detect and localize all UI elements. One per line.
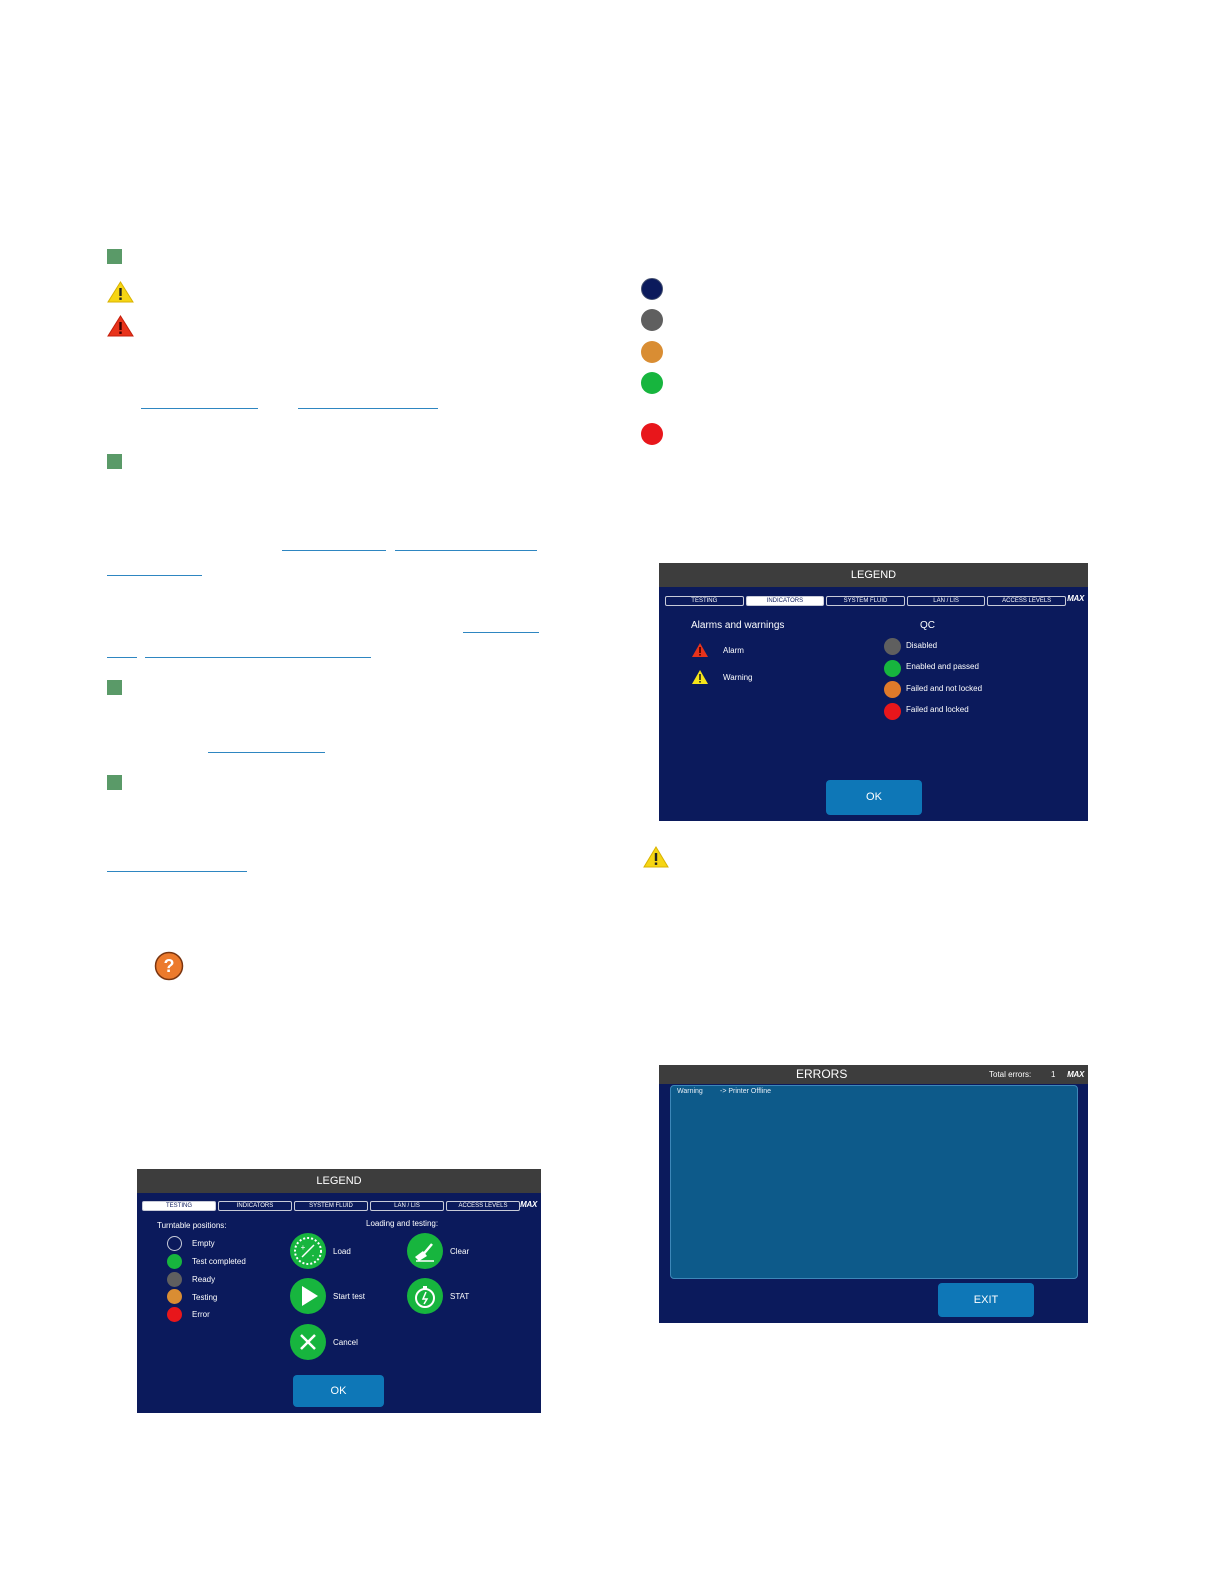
warning-icon (107, 281, 134, 303)
link-underline[interactable] (208, 752, 325, 753)
load-icon: + - (290, 1233, 326, 1269)
turntable-item-label: Test completed (192, 1257, 246, 1266)
tab-system-fluid[interactable]: SYSTEM FLUID (826, 596, 905, 606)
errors-list[interactable]: Warning -> Printer Offline (670, 1085, 1078, 1279)
link-underline[interactable] (107, 657, 137, 658)
exit-button[interactable]: EXIT (938, 1283, 1034, 1317)
question-icon[interactable]: ? (154, 951, 184, 981)
ok-button[interactable]: OK (293, 1375, 384, 1407)
turntable-header: Turntable positions: (157, 1221, 227, 1230)
legend-testing-panel: LEGEND MAX TESTING INDICATORS SYSTEM FLU… (137, 1169, 541, 1413)
title-bar: LEGEND MAX (659, 563, 1088, 603)
green-dot-icon (641, 372, 663, 394)
alarm-icon (107, 315, 134, 337)
qc-failed-locked-dot (884, 703, 901, 720)
section-marker (107, 680, 122, 695)
turntable-item-label: Testing (192, 1293, 218, 1302)
stat-label: STAT (450, 1292, 470, 1301)
tab-testing[interactable]: TESTING (665, 596, 744, 606)
panel-title: LEGEND (850, 569, 897, 581)
warning-icon (643, 846, 669, 868)
empty-dot (167, 1236, 182, 1251)
panel-title: LEGEND (316, 1175, 362, 1187)
turntable-item-label: Empty (192, 1239, 215, 1248)
error-entry-message[interactable]: -> Printer Offline (720, 1088, 772, 1095)
link-underline[interactable] (141, 408, 258, 409)
alarm-icon (692, 643, 708, 657)
alarms-header: Alarms and warnings (691, 620, 785, 631)
clear-icon (407, 1233, 443, 1269)
tab-bar: TESTING INDICATORS SYSTEM FLUID LAN / LI… (142, 1201, 520, 1211)
link-underline[interactable] (145, 657, 371, 658)
tab-access-levels[interactable]: ACCESS LEVELS (987, 596, 1066, 606)
max-logo: MAX (1067, 594, 1084, 603)
navy-dot-icon (641, 278, 663, 300)
title-bar: LEGEND MAX (137, 1169, 541, 1209)
cancel-icon (290, 1324, 326, 1360)
stopwatch-icon (407, 1278, 443, 1314)
errors-title: ERRORS (796, 1067, 848, 1081)
warning-label: Warning (723, 673, 753, 682)
turntable-item-label: Ready (192, 1275, 216, 1284)
error-entry-type[interactable]: Warning (677, 1088, 703, 1095)
qc-passed-dot (884, 660, 901, 677)
tab-bar: TESTING INDICATORS SYSTEM FLUID LAN / LI… (665, 596, 1066, 606)
tab-lan-lis[interactable]: LAN / LIS (906, 596, 986, 606)
alarm-label: Alarm (723, 646, 744, 655)
link-underline[interactable] (282, 550, 386, 551)
svg-text:+: + (301, 1243, 306, 1252)
red-dot-icon (641, 423, 663, 445)
max-logo: MAX (520, 1200, 537, 1209)
start-test-label: Start test (333, 1292, 366, 1301)
qc-item-label: Enabled and passed (906, 662, 979, 671)
play-icon (290, 1278, 326, 1314)
svg-text:-: - (312, 1251, 315, 1260)
ready-dot (167, 1272, 182, 1287)
ok-button[interactable]: OK (826, 780, 922, 815)
cancel-label: Cancel (333, 1338, 358, 1347)
qc-item-label: Failed and not locked (906, 684, 983, 693)
tab-indicators[interactable]: INDICATORS (745, 596, 825, 606)
total-errors-count: 1 (1051, 1070, 1056, 1079)
qc-item-label: Disabled (906, 641, 938, 650)
total-errors-label: Total errors: (989, 1070, 1032, 1079)
qc-disabled-dot (884, 638, 901, 655)
link-underline[interactable] (107, 575, 202, 576)
turntable-item-label: Error (192, 1310, 210, 1319)
load-label: Load (333, 1247, 351, 1256)
max-logo: MAX (1067, 1070, 1084, 1079)
gray-dot-icon (641, 309, 663, 331)
title-bar: ERRORS Total errors: 1 MAX (659, 1065, 1088, 1084)
tab-access-levels[interactable]: ACCESS LEVELS (446, 1201, 520, 1211)
tab-system-fluid[interactable]: SYSTEM FLUID (294, 1201, 368, 1211)
qc-item-label: Failed and locked (906, 705, 969, 714)
svg-text:?: ? (164, 956, 175, 976)
legend-indicators-panel: LEGEND MAX TESTING INDICATORS SYSTEM FLU… (659, 563, 1088, 821)
link-underline[interactable] (107, 871, 247, 872)
qc-header: QC (920, 620, 935, 631)
clear-label: Clear (450, 1247, 470, 1256)
test-completed-dot (167, 1254, 182, 1269)
warning-icon (692, 670, 708, 684)
section-marker (107, 454, 122, 469)
link-underline[interactable] (463, 632, 539, 633)
testing-dot (167, 1289, 182, 1304)
tab-lan-lis[interactable]: LAN / LIS (370, 1201, 444, 1211)
qc-failed-not-locked-dot (884, 681, 901, 698)
errors-panel: ERRORS Total errors: 1 MAX Warning -> Pr… (659, 1065, 1088, 1323)
section-marker (107, 775, 122, 790)
loading-header: Loading and testing: (366, 1219, 439, 1228)
orange-dot-icon (641, 341, 663, 363)
error-dot (167, 1307, 182, 1322)
link-underline[interactable] (395, 550, 537, 551)
tab-indicators[interactable]: INDICATORS (218, 1201, 292, 1211)
tab-testing[interactable]: TESTING (142, 1201, 216, 1211)
link-underline[interactable] (298, 408, 438, 409)
section-marker (107, 249, 122, 264)
